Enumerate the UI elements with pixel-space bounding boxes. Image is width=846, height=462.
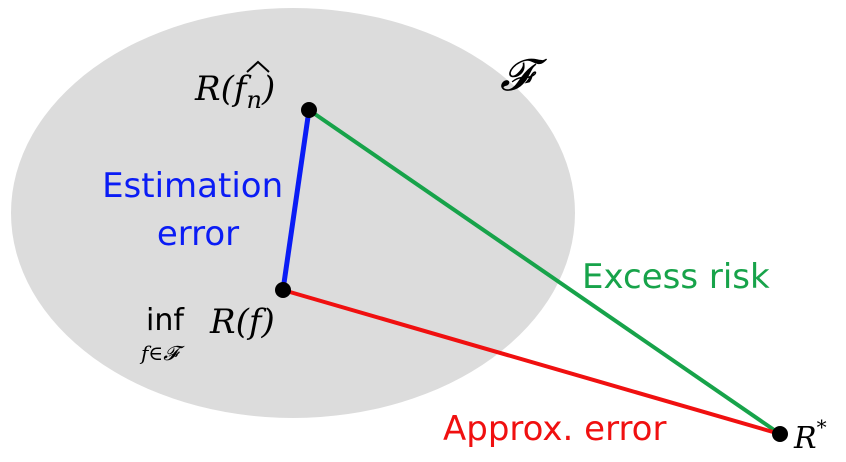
point-bayes-risk <box>772 426 788 442</box>
approx-error-edge <box>282 288 781 436</box>
f-hat-label-post: ) <box>261 69 275 109</box>
estimation-error-line2: error <box>157 214 239 254</box>
estimation-error-line1: Estimation <box>102 166 283 206</box>
approx-error-label: Approx. error <box>443 409 666 449</box>
f-hat-label-pre: R( <box>194 69 235 109</box>
inf-risk-label: inf f∈𝓕 R(f) <box>139 302 275 365</box>
bayes-risk-label: R* <box>793 415 827 456</box>
excess-risk-edge <box>307 108 782 436</box>
f-hat-label-sub: n <box>246 86 261 114</box>
point-inf-risk <box>275 282 291 298</box>
hat-accent <box>246 60 270 73</box>
excess-risk-label: Excess risk <box>582 257 770 297</box>
point-f-hat <box>301 102 317 118</box>
inf-subscript: f∈𝓕 <box>139 341 185 365</box>
inf-risk-expr: R(f) <box>209 302 275 342</box>
svg-text:R(fn): R(fn) <box>194 69 275 114</box>
estimation-error-label: Estimation error <box>102 166 294 254</box>
f-hat-risk-label: R(fn) <box>194 60 275 114</box>
function-class-symbol: 𝓕 <box>500 50 548 101</box>
estimation-error-edge <box>280 109 312 291</box>
inf-word: inf <box>146 303 185 338</box>
